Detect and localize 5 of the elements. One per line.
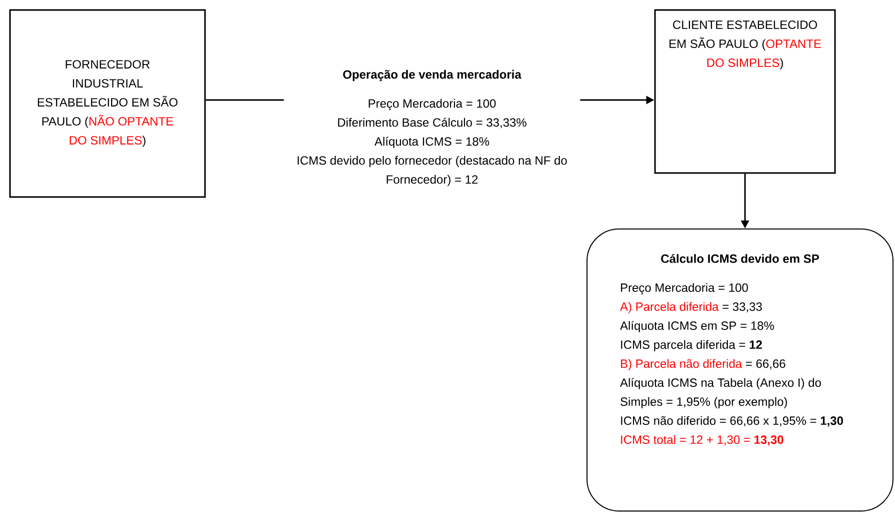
- process-box: CLIENTE ESTABELECIDO EM SÃO PAULO (OPTANTE DO SIMPLES): [654, 9, 836, 174]
- calculation-box: Cálculo ICMS devido em SP Preço Mercadoria = 100 A) Parcela diferida = 33,33 Alíquota ICMS em SP = 18% ICMS parcela diferida = 12 B) Parcela não diferida = 66,66 Alíquota ICMS na Tabela (Anexo I) do Simples = 1,95% (por exemplo) ICMS não diferido = 66,66 x 1,95% = 1,30 ICMS total = 12 + 1,30 = 13,30: [586, 228, 894, 512]
- connector-line: [206, 99, 284, 101]
- operation-text: Operação de venda mercadoria Preço Mercadoria = 100 Diferimento Base Cálculo = 33,33% Alíquota ICMS = 18% ICMS devido pelo fornecedor (destacado na NF do Fornecedor) = 12: [298, 70, 567, 186]
- process-box: FORNECEDOR INDUSTRIAL ESTABELECIDO EM SÃO PAULO (NÃO OPTANTE DO SIMPLES): [9, 9, 206, 198]
